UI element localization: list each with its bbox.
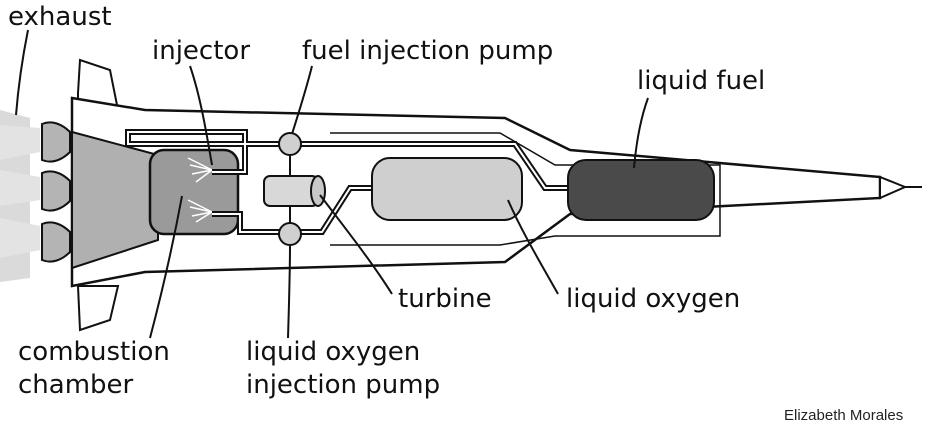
liquid-oxygen-tank bbox=[371, 157, 523, 221]
label-injector: injector bbox=[152, 36, 251, 66]
label-chamber: chamber bbox=[18, 370, 134, 400]
nozzle bbox=[41, 170, 71, 212]
nozzle bbox=[41, 121, 71, 163]
tank-compartment bbox=[330, 132, 721, 246]
leader-injector bbox=[189, 65, 213, 166]
label-exhaust: exhaust bbox=[8, 2, 112, 32]
leader-fuel-pump bbox=[291, 65, 313, 135]
leader-exhaust bbox=[15, 29, 29, 116]
fuel-line-inner bbox=[127, 131, 572, 189]
injector-spray bbox=[187, 157, 213, 223]
nozzle bbox=[41, 221, 71, 263]
label-liquid-fuel: liquid fuel bbox=[637, 66, 766, 96]
exhaust-plume bbox=[0, 170, 40, 206]
leader-lox-pump bbox=[287, 245, 291, 339]
label-combustion: combustion bbox=[18, 337, 170, 367]
nozzles bbox=[41, 121, 71, 263]
leader-lines bbox=[15, 29, 649, 339]
label-lox-pump-line1: liquid oxygen bbox=[246, 337, 421, 367]
turbine-end bbox=[310, 175, 326, 207]
nose-tip bbox=[879, 175, 908, 200]
label-turbine: turbine bbox=[398, 284, 492, 314]
leader-liquid-fuel bbox=[633, 97, 649, 169]
label-fuel-injection-pump: fuel injection pump bbox=[302, 36, 554, 66]
fuel-injection-pump bbox=[278, 132, 302, 156]
liquid-oxygen-injection-pump bbox=[278, 222, 302, 246]
leader-combustion bbox=[149, 195, 183, 339]
leader-liquid-oxygen bbox=[507, 199, 559, 295]
credit: Elizabeth Morales bbox=[784, 407, 904, 424]
turbine bbox=[263, 175, 319, 207]
exhaust-plume bbox=[0, 125, 40, 160]
liquid-fuel-tank bbox=[567, 159, 715, 221]
bottom-fin bbox=[76, 285, 120, 332]
label-liquid-oxygen: liquid oxygen bbox=[566, 284, 741, 314]
label-lox-pump-line2: injection pump bbox=[246, 370, 441, 400]
leader-turbine bbox=[319, 194, 393, 295]
exhaust-plume bbox=[0, 218, 40, 258]
combustion-chamber bbox=[148, 148, 240, 236]
nozzle-cone bbox=[71, 130, 159, 270]
